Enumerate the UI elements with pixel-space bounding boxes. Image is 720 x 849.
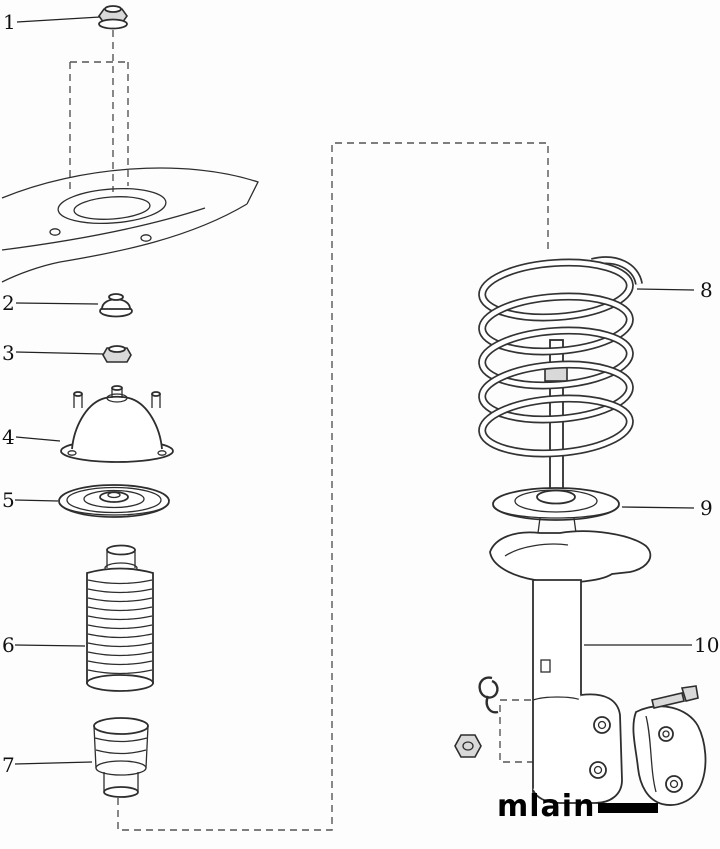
part-5-bearing-plate [58,484,170,518]
label-5: 5 [2,488,15,512]
label-7: 7 [2,753,15,777]
part-7-bump-stop [93,717,149,798]
part-9-spring-seat [492,487,620,521]
part-1-rod-nut [98,5,128,30]
watermark-text: mlain [497,789,595,824]
label-4: 4 [2,425,15,449]
part-6-dust-boot [86,544,154,692]
label-3: 3 [2,341,15,365]
hose-clip [478,676,499,714]
callout-labels: 1 2 3 4 5 6 7 8 9 10 [2,10,719,777]
label-9: 9 [700,496,713,520]
part-8-coil-spring [478,256,643,458]
part-2-cap-bushing [99,293,133,318]
label-1: 1 [3,10,16,34]
knuckle-arm [632,705,707,806]
small-hex-nut [454,734,482,758]
part-3-nut [102,345,132,363]
watermark-bar [598,803,658,813]
label-2: 2 [2,291,15,315]
label-6: 6 [2,633,15,657]
watermark: mlain [497,789,658,824]
leader-lines [14,16,695,765]
label-8: 8 [700,278,713,302]
part-4-strut-mount [60,385,174,463]
label-10: 10 [694,633,719,657]
strut-tower-panel [1,167,259,283]
part-10-strut-body [489,517,652,804]
pinch-bolt [651,685,699,709]
